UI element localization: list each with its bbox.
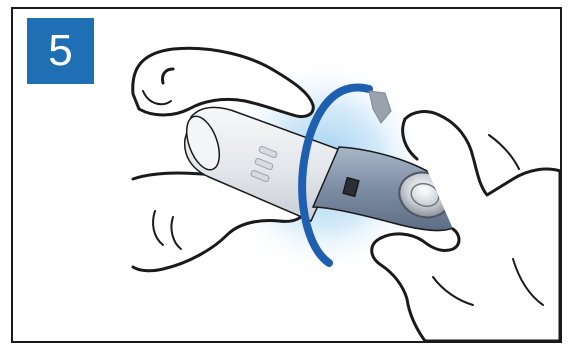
instruction-panel: 5 (11, 7, 562, 343)
twist-device-illustration (13, 9, 560, 341)
step-badge: 5 (27, 18, 94, 84)
step-number: 5 (48, 29, 72, 73)
